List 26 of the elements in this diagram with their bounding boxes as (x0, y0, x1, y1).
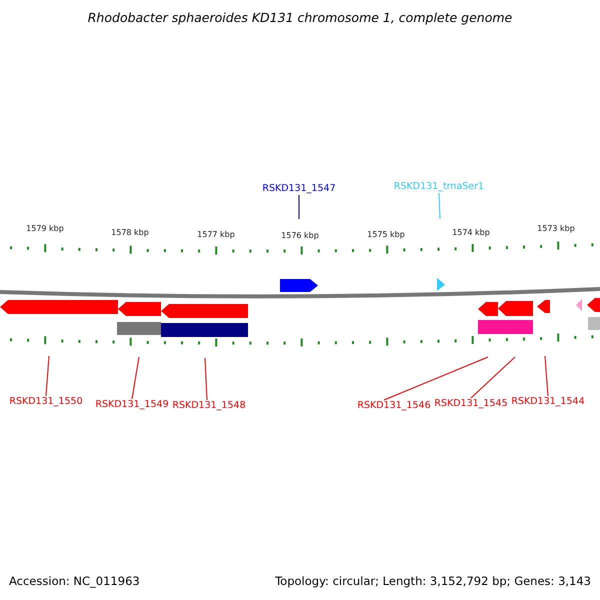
gene-label: RSKD131_1544 (511, 396, 585, 408)
leader-line (438, 192, 440, 220)
leader-line (470, 356, 516, 398)
scale-label: 1579 kbp (26, 224, 64, 233)
scale-label: 1578 kbp (111, 228, 149, 237)
scale-label: 1574 kbp (452, 228, 490, 237)
scale-label: 1576 kbp (281, 231, 319, 240)
gene-label: RSKD131_1546 (357, 400, 431, 412)
footer-text: Accession: NC_011963 (9, 574, 140, 588)
leader-line (46, 356, 50, 396)
leader-line (384, 356, 488, 400)
gene-label: RSKD131_1548 (172, 400, 246, 412)
gene-label: RSKD131_trnaSer1 (394, 181, 484, 193)
gene-label: RSKD131_1550 (9, 396, 83, 408)
leader-line (204, 358, 208, 400)
leader-line (132, 356, 140, 400)
footer-text: Topology: circular; Length: 3,152,792 bp; Genes: 3,143 (275, 574, 591, 588)
scale-label: 1573 kbp (537, 224, 575, 233)
gene-label: RSKD131_1549 (95, 399, 169, 411)
gene-label: RSKD131_1545 (434, 398, 508, 410)
gene-label: RSKD131_1547 (262, 183, 336, 195)
leader-line (544, 356, 548, 396)
scale-label: 1575 kbp (367, 230, 405, 239)
title: Rhodobacter sphaeroides KD131 chromosome 1, complete genome (88, 10, 512, 25)
scale-label: 1577 kbp (197, 230, 235, 239)
leader-line (298, 194, 300, 220)
